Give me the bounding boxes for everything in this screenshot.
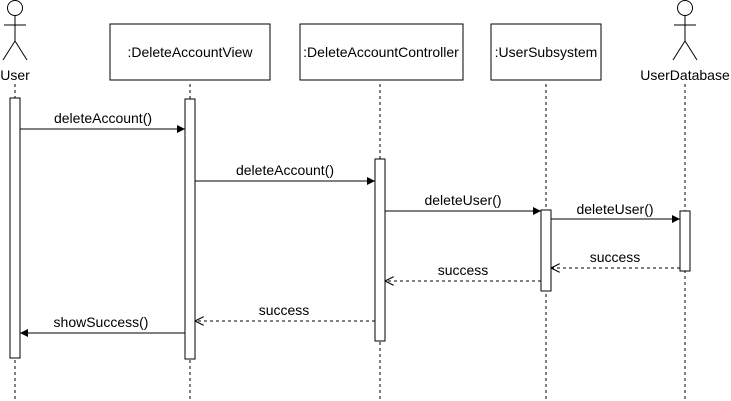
- participant-label-controller: :DeleteAccountController: [303, 44, 459, 60]
- message-label-view-to-user: showSuccess(): [54, 314, 149, 330]
- message-label-user-to-view: deleteAccount(): [54, 110, 152, 126]
- activation-controller: [374, 158, 386, 342]
- participant-box-subsystem: [490, 23, 602, 81]
- participant-box-view: [109, 23, 271, 81]
- return-label-subsystem-to-controller: success: [438, 262, 489, 278]
- message-label-view-to-controller: deleteAccount(): [236, 162, 334, 178]
- participant-label-subsystem: :UserSubsystem: [495, 44, 598, 60]
- return-label-controller-to-view: success: [259, 302, 310, 318]
- participant-label-database: UserDatabase: [640, 67, 730, 83]
- activation-subsystem: [540, 209, 552, 292]
- return-label-database-to-subsystem: success: [590, 249, 641, 265]
- actor-database-icon: [672, 0, 698, 61]
- participant-box-controller: [299, 23, 464, 81]
- activation-view: [184, 98, 196, 360]
- activation-user: [9, 97, 21, 359]
- message-label-controller-to-subsystem: deleteUser(): [424, 192, 501, 208]
- participant-label-user: User: [0, 67, 30, 83]
- message-label-subsystem-to-database: deleteUser(): [576, 201, 653, 217]
- actor-user-icon: [2, 0, 28, 61]
- activation-database: [679, 210, 691, 272]
- participant-label-view: :DeleteAccountView: [127, 44, 253, 60]
